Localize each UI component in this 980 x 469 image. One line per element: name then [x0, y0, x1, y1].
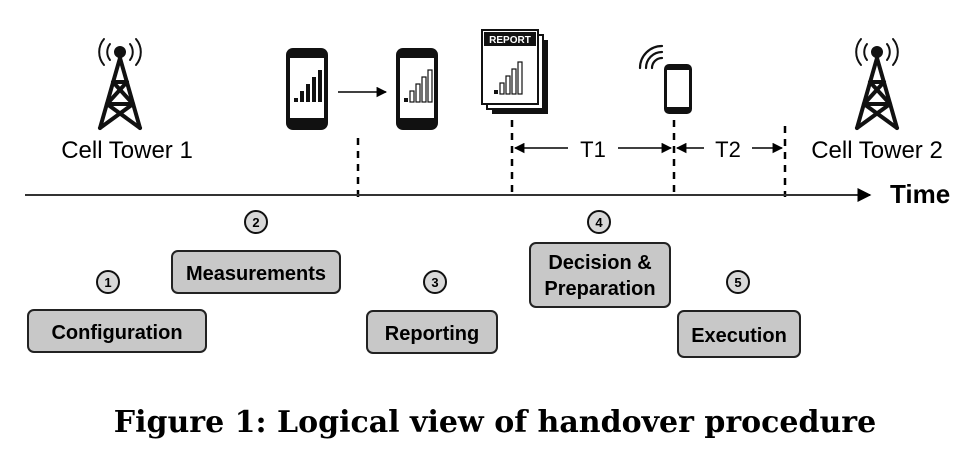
- phone-connecting-icon: [638, 44, 692, 114]
- figure-caption: Figure 1: Logical view of handover proce…: [114, 405, 876, 440]
- cell-tower-2-icon: [855, 38, 899, 130]
- t1-label: T1: [580, 137, 606, 162]
- step-5-label: Execution: [691, 325, 787, 347]
- step-5-number: 5: [734, 275, 741, 290]
- step-1-badge: [96, 270, 120, 294]
- step-5-box: [677, 310, 801, 358]
- step-5-badge: [726, 270, 750, 294]
- cell-tower-2-label: Cell Tower 2: [811, 137, 943, 164]
- phone-strong-signal-icon: [286, 48, 328, 130]
- step-2-badge: [244, 210, 268, 234]
- step-3-box: [366, 310, 498, 354]
- step-4-label-line2: Preparation: [544, 278, 655, 300]
- t2-label: T2: [715, 137, 741, 162]
- step-4-label-line1: Decision &: [548, 252, 651, 274]
- step-4-box: [529, 242, 671, 308]
- step-2-number: 2: [252, 215, 259, 230]
- report-document-icon: REPORT: [481, 29, 548, 114]
- step-2-box: [171, 250, 341, 294]
- phone-weak-signal-icon: [396, 48, 438, 130]
- step-2-label: Measurements: [186, 263, 326, 285]
- time-axis-label: Time: [890, 179, 950, 209]
- step-1-box: [27, 309, 207, 353]
- cell-tower-1-label: Cell Tower 1: [61, 137, 193, 164]
- step-1-label: Configuration: [51, 322, 182, 344]
- report-icon-text: REPORT: [489, 35, 531, 46]
- step-3-number: 3: [431, 275, 438, 290]
- step-3-badge: [423, 270, 447, 294]
- step-3-label: Reporting: [385, 323, 479, 345]
- step-1-number: 1: [104, 275, 111, 290]
- cell-tower-1-icon: [98, 38, 142, 130]
- step-4-number: 4: [595, 215, 603, 230]
- step-4-badge: [587, 210, 611, 234]
